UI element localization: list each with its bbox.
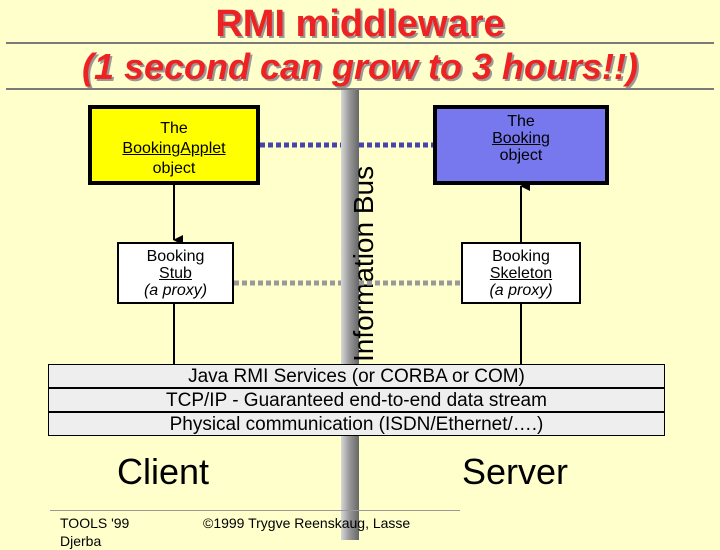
stub-line-1: Booking	[146, 248, 205, 265]
tcp-ip-layer: TCP/IP - Guaranteed end-to-end data stre…	[48, 388, 665, 412]
page-subtitle: (1 second can grow to 3 hours!!)	[81, 46, 639, 87]
footer-divider	[50, 510, 460, 511]
subtitle-divider	[6, 88, 714, 90]
footer-conference: TOOLS '99	[60, 515, 130, 531]
booking-skeleton-box: Booking Skeleton (a proxy)	[461, 242, 581, 304]
physical-communication-layer: Physical communication (ISDN/Ethernet/….…	[48, 412, 665, 436]
footer-copyright: ©1999 Trygve Reenskaug, Lasse	[203, 515, 411, 531]
booking-line-3: object	[499, 147, 543, 164]
applet-line-3: object	[152, 160, 196, 177]
skeleton-line-1: Booking	[492, 248, 550, 265]
booking-applet-object-box: The BookingApplet object	[88, 105, 260, 185]
footer-location: Djerba	[60, 533, 102, 549]
server-label: Server	[462, 451, 569, 492]
applet-line-2: BookingApplet	[122, 140, 226, 157]
booking-line-2: Booking	[492, 130, 550, 147]
skeleton-line-2: Skeleton	[489, 265, 553, 282]
title-divider	[6, 42, 714, 44]
page-title: RMI middleware	[215, 3, 505, 45]
booking-object-box: The Booking object	[433, 105, 609, 185]
booking-stub-box: Booking Stub (a proxy)	[117, 242, 234, 304]
java-rmi-services-layer: Java RMI Services (or CORBA or COM)	[48, 364, 665, 388]
skeleton-line-3: (a proxy)	[489, 282, 553, 299]
applet-line-1: The	[160, 120, 188, 137]
booking-line-1: The	[507, 113, 535, 130]
stub-line-3: (a proxy)	[143, 282, 208, 299]
client-label: Client	[117, 451, 210, 492]
stub-line-2: Stub	[159, 265, 192, 282]
